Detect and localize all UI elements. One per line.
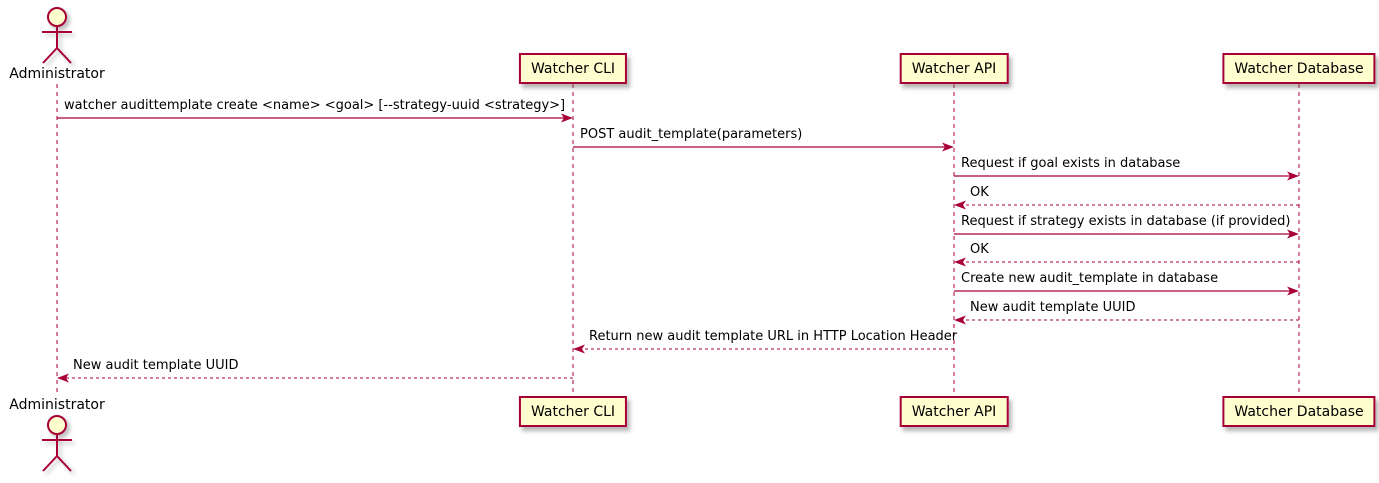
- participant-box-watcher-database-top: Watcher Database: [1222, 53, 1376, 84]
- message-label-9: Return new audit template URL in HTTP Lo…: [589, 329, 958, 344]
- message-arrowhead-4: [954, 200, 966, 210]
- message-arrowhead-5: [1287, 229, 1299, 239]
- participant-box-watcher-database-bottom: Watcher Database: [1222, 396, 1376, 427]
- message-arrowhead-10: [57, 373, 69, 383]
- message-label-7: Create new audit_template in database: [961, 271, 1219, 286]
- message-label-5: Request if strategy exists in database (…: [961, 214, 1291, 229]
- message-arrowhead-1: [561, 113, 573, 123]
- actor-figure-administrator-top: [42, 7, 72, 64]
- message-arrowhead-6: [954, 257, 966, 267]
- message-arrowhead-9: [573, 344, 585, 354]
- participant-box-watcher-api-top: Watcher API: [899, 53, 1009, 84]
- participant-box-watcher-api-bottom: Watcher API: [899, 396, 1009, 427]
- participant-box-watcher-cli-bottom: Watcher CLI: [518, 396, 628, 427]
- message-label-2: POST audit_template(parameters): [580, 127, 803, 142]
- message-label-10: New audit template UUID: [73, 358, 239, 373]
- message-arrowhead-7: [1287, 286, 1299, 296]
- message-arrowhead-2: [942, 142, 954, 152]
- message-label-4: OK: [970, 185, 989, 200]
- message-label-1: watcher audittemplate create <name> <goa…: [64, 98, 566, 113]
- message-label-6: OK: [970, 242, 989, 257]
- message-arrowhead-3: [1287, 171, 1299, 181]
- message-label-3: Request if goal exists in database: [961, 156, 1181, 171]
- participant-box-watcher-cli-top: Watcher CLI: [518, 53, 628, 84]
- actor-figure-administrator-bottom: [42, 415, 72, 472]
- message-arrowhead-8: [954, 315, 966, 325]
- actor-label-administrator-bottom: Administrator: [9, 397, 105, 413]
- message-label-8: New audit template UUID: [970, 300, 1136, 315]
- actor-label-administrator-top: Administrator: [9, 66, 105, 82]
